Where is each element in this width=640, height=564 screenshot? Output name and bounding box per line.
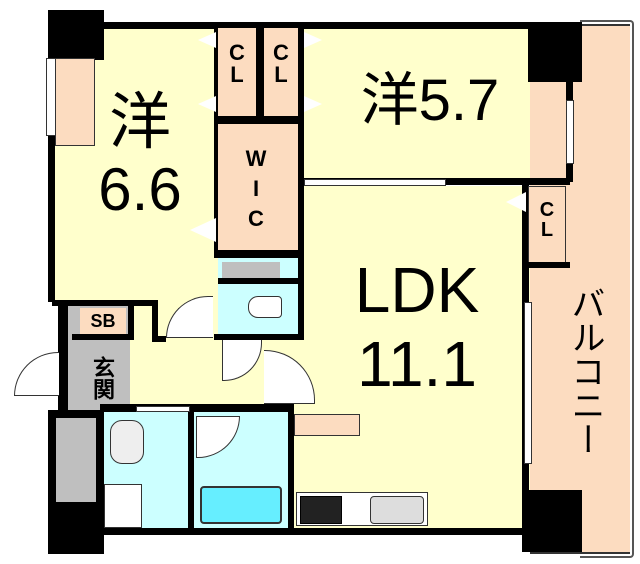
shoe-box-label: SB	[90, 311, 116, 331]
washing-machine-space	[104, 484, 142, 528]
sliding-door-bedroom2[interactable]	[304, 179, 446, 186]
entrance-label: 玄関	[90, 356, 115, 400]
closet-door-icon[interactable]	[304, 96, 322, 112]
column-bottom-right	[522, 490, 582, 552]
wall-entrance-right	[128, 306, 134, 336]
wall-top	[52, 22, 572, 29]
wall-bath-right	[288, 404, 294, 534]
wic-door-icon[interactable]	[190, 218, 216, 242]
room-ldk	[290, 186, 530, 532]
wall-hall-notch-bottom	[152, 336, 166, 342]
wic-bottom-wall	[214, 250, 304, 258]
storage-west	[55, 58, 95, 146]
toilet-bowl-icon	[248, 296, 282, 318]
kitchen-bar-counter	[294, 414, 360, 436]
closet-bottom-wall	[214, 116, 304, 124]
pipe-space	[56, 418, 96, 502]
window-west	[46, 58, 56, 136]
closet-left-wall	[214, 28, 218, 258]
balcony-fill	[530, 26, 630, 552]
closet-3	[528, 186, 566, 264]
closet-3-bottom-wall	[524, 262, 570, 268]
toilet-shelf	[222, 262, 280, 278]
window-bedroom2	[566, 100, 574, 164]
closet-right-wall	[298, 28, 304, 338]
shoe-box	[80, 308, 126, 334]
column-top-right	[528, 22, 582, 82]
front-door[interactable]	[14, 352, 59, 396]
walk-in-closet	[218, 124, 298, 252]
sink-icon	[370, 496, 424, 524]
toilet-inner-wall	[218, 278, 298, 284]
closet-2	[264, 28, 302, 118]
wall-entrance-left	[58, 300, 68, 412]
washbasin-icon	[110, 420, 144, 464]
room-western-5-7	[300, 24, 550, 180]
window-ldk[interactable]	[524, 302, 532, 464]
washroom-door[interactable]	[136, 406, 190, 412]
closet-door-icon[interactable]	[198, 96, 216, 112]
closet-divider	[256, 28, 264, 120]
closet-3-door-icon[interactable]	[506, 192, 526, 212]
wall-bath-top	[100, 404, 292, 412]
room-western-5-7-label: 洋5.7	[360, 68, 500, 133]
balcony-outline	[580, 20, 634, 558]
stove-icon	[300, 496, 342, 524]
wall-hall-top	[52, 300, 158, 306]
toilet-bottom-wall	[214, 334, 304, 340]
closet-door-icon[interactable]	[198, 32, 216, 48]
column-top-left	[48, 10, 104, 60]
bathtub-icon	[200, 486, 282, 524]
shoe-box-wall	[72, 334, 134, 340]
wall-bottom	[100, 528, 528, 535]
wall-hall-notch	[152, 300, 158, 340]
closet-1	[218, 28, 258, 118]
wall-bath-divider	[188, 410, 194, 530]
closet-door-icon[interactable]	[304, 32, 322, 48]
wall-left	[48, 22, 55, 302]
balcony-label: バルコニー	[566, 286, 604, 456]
